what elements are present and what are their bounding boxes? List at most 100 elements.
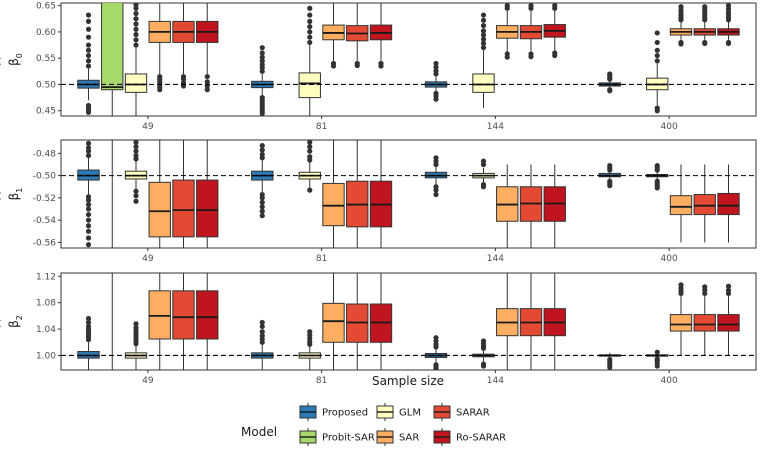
- y-axis-title-hat: ^: [0, 56, 9, 66]
- outlier-point: [259, 142, 265, 149]
- box-ro-sarar-400: [717, 283, 740, 356]
- y-tick-label: -0.56: [33, 238, 57, 248]
- outlier-point: [307, 154, 313, 160]
- outlier-point: [85, 201, 92, 208]
- outlier-point: [85, 242, 92, 248]
- box-ro-sarar-144: [543, 164, 566, 248]
- outlier-point: [607, 183, 613, 189]
- outlier-point: [725, 40, 732, 47]
- outlier-point: [85, 34, 92, 40]
- outlier-point: [133, 37, 139, 43]
- box-ro-sarar-49: [196, 273, 219, 370]
- outlier-point: [85, 319, 92, 326]
- outlier-point: [725, 3, 732, 9]
- outlier-point: [307, 34, 313, 40]
- legend-label: GLM: [399, 408, 421, 419]
- box-sarar-144: [519, 273, 543, 370]
- outlier-point: [85, 109, 92, 115]
- outlier-point: [259, 68, 265, 74]
- outlier-point: [85, 206, 92, 212]
- box-sarar-49: [172, 273, 195, 370]
- box-glm-144: [472, 12, 495, 109]
- y-axis-title-symbol: β: [7, 320, 21, 328]
- box-body: [196, 290, 219, 340]
- y-tick-label: 1.12: [36, 272, 56, 282]
- y-tick-label: 0.65: [36, 2, 56, 12]
- box-glm-144: [472, 158, 495, 190]
- box-glm-81: [298, 5, 321, 116]
- outlier-point: [133, 321, 139, 327]
- box-ro-sarar-49: [196, 140, 219, 248]
- outlier-point: [480, 28, 487, 34]
- outlier-point: [607, 163, 613, 169]
- box-body: [669, 314, 693, 332]
- outlier-point: [654, 39, 660, 46]
- box-sar-144: [496, 164, 519, 248]
- box-sarar-49: [172, 140, 195, 248]
- box-sarar-400: [693, 284, 716, 356]
- box-sarar-49: [172, 3, 195, 89]
- box-body: [172, 179, 195, 238]
- outlier-point: [133, 193, 139, 199]
- outlier-point: [259, 58, 265, 64]
- outlier-point: [85, 18, 92, 24]
- legend: ModelProposedProbit-SARGLMSARSARARRo-SAR…: [241, 403, 506, 446]
- outlier-point: [85, 197, 92, 203]
- outlier-point: [702, 40, 708, 47]
- outlier-point: [85, 152, 92, 159]
- outlier-point: [433, 366, 439, 370]
- box-body: [693, 314, 716, 332]
- outlier-point: [259, 213, 265, 219]
- outlier-point: [654, 30, 660, 36]
- box-probit-sar-49: [111, 140, 113, 248]
- y-tick-label: -0.52: [33, 194, 56, 204]
- outlier-point: [133, 188, 139, 194]
- outlier-point: [85, 228, 92, 234]
- outlier-point: [433, 187, 439, 193]
- outlier-point: [259, 147, 265, 153]
- outlier-point: [528, 54, 534, 60]
- outlier-point: [85, 145, 92, 151]
- box-sarar-400: [693, 164, 716, 243]
- outlier-point: [433, 68, 439, 74]
- y-axis-title-symbol: β: [7, 58, 21, 66]
- outlier-point: [307, 18, 313, 24]
- y-axis-title: β1: [7, 188, 24, 201]
- box-sar-81: [322, 3, 345, 69]
- outlier-point: [259, 208, 265, 214]
- outlier-point: [259, 151, 265, 158]
- y-tick-label: 0.55: [36, 54, 56, 64]
- outlier-point: [133, 140, 139, 145]
- outlier-point: [654, 47, 660, 53]
- outlier-point: [433, 191, 439, 198]
- box-sar-81: [322, 273, 345, 370]
- box-body: [101, 3, 124, 91]
- outlier-point: [654, 185, 660, 191]
- box-glm-144: [472, 338, 495, 369]
- outlier-point: [259, 61, 265, 68]
- outlier-point: [85, 211, 92, 218]
- legend-title: Model: [241, 425, 277, 439]
- panels-layer: 0.450.500.550.600.65β0^4981144400-0.48-0…: [0, 2, 757, 386]
- outlier-point: [133, 198, 139, 204]
- y-axis-title-hat: ^: [0, 191, 9, 201]
- legend-label: Probit-SAR: [322, 433, 375, 444]
- box-sar-49: [148, 140, 171, 248]
- outlier-point: [433, 155, 439, 161]
- outlier-point: [678, 41, 684, 47]
- legend-item-proposed: Proposed: [299, 403, 368, 421]
- outlier-point: [480, 363, 487, 369]
- y-tick-label: -0.50: [33, 172, 57, 182]
- box-sar-49: [148, 273, 171, 370]
- legend-item-glm: GLM: [376, 403, 421, 421]
- outlier-point: [607, 71, 613, 77]
- outlier-point: [433, 64, 439, 70]
- outlier-point: [480, 184, 487, 190]
- outlier-point: [85, 63, 92, 69]
- box-ro-sarar-81: [369, 273, 393, 370]
- outlier-point: [259, 50, 265, 56]
